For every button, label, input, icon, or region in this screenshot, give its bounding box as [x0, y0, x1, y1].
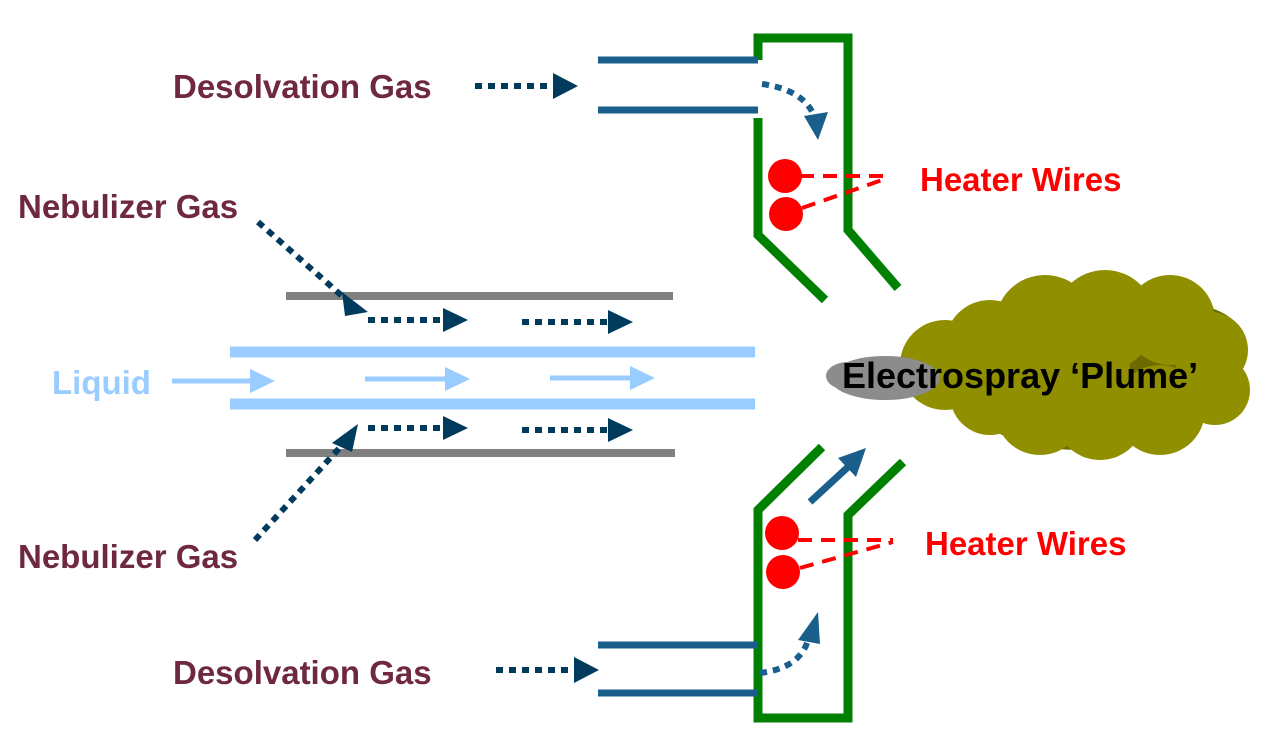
liquid-flow-arrows [172, 366, 655, 393]
desolvation-gas-bottom-label: Desolvation Gas [173, 654, 432, 691]
desolvation-tube-bottom [598, 641, 758, 697]
housing-bottom [753, 458, 907, 723]
heater-wires-bottom-label: Heater Wires [925, 525, 1126, 562]
desolvation-gas-arrows [475, 83, 576, 673]
desolvation-gas-top-label: Desolvation Gas [173, 68, 432, 105]
desolvation-tube-top [598, 56, 758, 114]
heater-wires-bottom [765, 516, 894, 589]
desolvation-gas-arrowheads [553, 73, 599, 683]
heater-wires-top [768, 159, 889, 231]
liquid-capillary [230, 346, 755, 410]
liquid-label: Liquid [52, 364, 151, 401]
nebulizer-gas-arrowheads [332, 292, 633, 452]
housing-top-inner [753, 118, 829, 304]
housing-bottom-inner [753, 443, 826, 690]
nebulizer-gas-arrows [252, 219, 610, 543]
nebulizer-tube [286, 292, 675, 457]
housing-flow-arrowheads [798, 112, 866, 644]
electrospray-plume: Electrospray ‘Plume’ [826, 270, 1250, 460]
heater-wires-top-label: Heater Wires [920, 161, 1121, 198]
housing-top [753, 33, 902, 291]
housing-flow-arrows [759, 81, 818, 676]
nebulizer-gas-top-label: Nebulizer Gas [18, 188, 238, 225]
plume-label: Electrospray ‘Plume’ [842, 355, 1198, 396]
nebulizer-gas-bottom-label: Nebulizer Gas [18, 538, 238, 575]
